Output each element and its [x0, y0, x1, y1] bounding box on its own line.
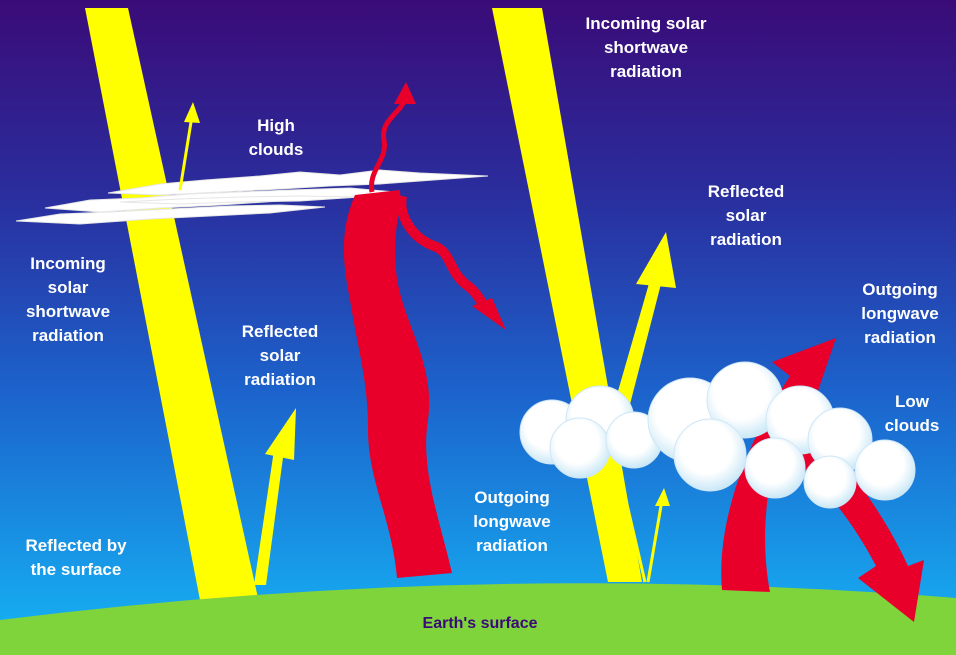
outgoing-longwave-right-down	[752, 410, 924, 622]
outgoing-longwave-down-head	[472, 298, 506, 330]
label-line: shortwave	[25, 302, 111, 321]
low-cloud-puff	[803, 455, 857, 509]
label-line: High	[257, 116, 295, 135]
label-line: clouds	[884, 416, 940, 435]
label-line: clouds	[248, 140, 304, 159]
label-reflected-by-surface: Reflected by the surface	[25, 534, 126, 582]
label-line: longwave	[473, 512, 551, 531]
reflected-ray-high-clouds-head	[184, 102, 200, 123]
label-low-clouds: Low clouds	[885, 390, 940, 438]
label-reflected-solar-left: Reflected solar radiation	[242, 320, 319, 392]
reflected-solar-cloud-arrow	[612, 280, 662, 412]
reflected-solar-surface-arrow	[254, 450, 284, 585]
low-cloud-puff	[744, 437, 806, 499]
outgoing-longwave-thin-up	[368, 99, 407, 193]
label-line: Earth's surface	[422, 615, 538, 632]
label-line: Reflected by	[25, 536, 127, 555]
outgoing-longwave-thin-up-head	[394, 82, 416, 104]
label-line: the surface	[30, 560, 122, 579]
low-clouds	[519, 361, 916, 509]
label-line: Reflected	[707, 182, 785, 201]
label-line: shortwave	[603, 38, 689, 57]
outgoing-longwave-middle-band	[343, 190, 452, 578]
label-outgoing-longwave-right: Outgoing longwave radiation	[861, 278, 938, 350]
label-line: radiation	[710, 230, 782, 249]
label-reflected-solar-right: Reflected solar radiation	[708, 180, 785, 252]
label-earth-surface: Earth's surface	[423, 612, 538, 636]
incoming-solar-beam-left	[85, 8, 258, 600]
label-line: Low	[894, 392, 929, 411]
label-incoming-solar-right: Incoming solar shortwave radiation	[586, 12, 707, 84]
label-line: Incoming	[30, 254, 106, 273]
label-line: solar	[259, 346, 301, 365]
outgoing-longwave-down-curve	[396, 194, 491, 313]
low-cloud-puff	[549, 417, 611, 479]
label-line: radiation	[610, 62, 682, 81]
label-line: Reflected	[241, 322, 319, 341]
label-line: longwave	[861, 304, 939, 323]
low-cloud-puff	[854, 439, 916, 501]
label-incoming-solar-left: Incoming solar shortwave radiation	[26, 252, 110, 348]
high-cloud-streak	[15, 204, 326, 225]
label-line: radiation	[476, 536, 548, 555]
label-line: Outgoing	[474, 488, 550, 507]
high-cloud-streak	[107, 169, 489, 196]
reflected-solar-surface-arrow-head	[265, 408, 296, 460]
label-line: Incoming solar	[585, 14, 707, 33]
transmitted-ray-up-head	[655, 488, 670, 506]
label-outgoing-longwave-middle: Outgoing longwave radiation	[473, 486, 550, 558]
label-high-clouds: High clouds	[249, 114, 304, 162]
reflected-ray-high-clouds	[178, 115, 194, 191]
low-cloud-puff	[673, 418, 747, 492]
label-line: radiation	[864, 328, 936, 347]
label-line: radiation	[244, 370, 316, 389]
reflected-solar-cloud-arrow-head	[636, 232, 676, 288]
label-line: solar	[47, 278, 89, 297]
label-line: solar	[725, 206, 767, 225]
transmitted-ray-down	[610, 439, 647, 583]
label-line: radiation	[32, 326, 104, 345]
transmitted-ray-up	[646, 499, 664, 583]
earth-surface	[0, 583, 956, 655]
label-line: Outgoing	[862, 280, 938, 299]
